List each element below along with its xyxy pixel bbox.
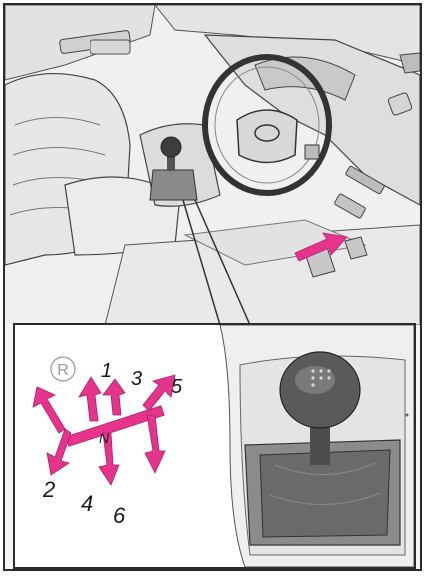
first-gear-arrow (79, 377, 101, 421)
car-interior-illustration (5, 5, 420, 325)
shift-detail-inset: R 1 3 5 N 2 4 6 (13, 323, 416, 569)
shift-pattern-diagram: R 1 3 5 N 2 4 6 (15, 325, 414, 567)
sixth-gear-arrow (145, 415, 165, 473)
gear-label-2: 2 (42, 477, 55, 502)
gear-knob-closeup (220, 325, 414, 567)
gear-label-3: 3 (131, 368, 142, 390)
door-badge (90, 38, 150, 58)
gear-label-6: 6 (113, 503, 126, 528)
gear-label-neutral: N (99, 430, 110, 446)
reverse-arrow (33, 387, 65, 433)
second-gear-arrow (47, 429, 71, 475)
illustration-frame: R 1 3 5 N 2 4 6 (3, 3, 422, 571)
gear-label-4: 4 (81, 491, 93, 516)
gear-label-5: 5 (171, 376, 183, 398)
car-interior-drawing (5, 5, 420, 325)
third-gear-arrow (103, 379, 125, 415)
gear-label-reverse: R (57, 362, 69, 379)
gear-label-1: 1 (101, 360, 112, 382)
